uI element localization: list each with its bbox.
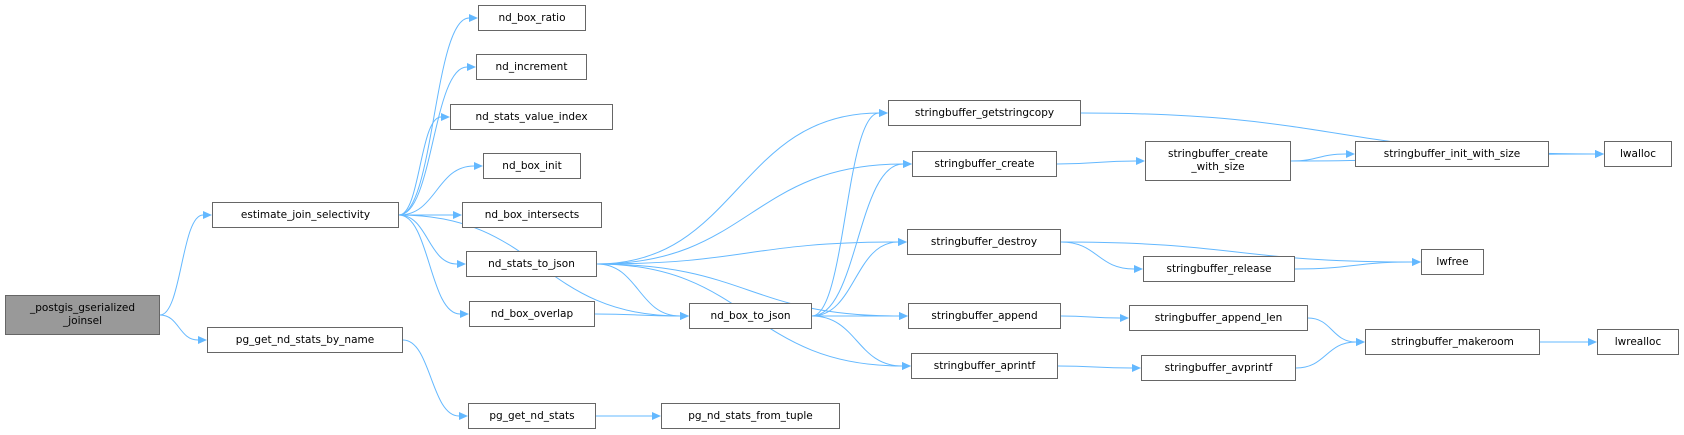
edge-estimate_join_selectivity-to-nd_stats_value_index bbox=[398, 116, 442, 216]
edge-nd_stats_to_json-to-stringbuffer_destroy bbox=[596, 241, 899, 265]
node-lwfree[interactable]: lwfree bbox=[1421, 249, 1484, 275]
node-nd-box-to-json[interactable]: nd_box_to_json bbox=[689, 303, 812, 329]
arrowhead-icon bbox=[1588, 338, 1597, 346]
arrowhead-icon bbox=[1595, 150, 1604, 158]
arrowhead-icon bbox=[203, 211, 212, 219]
node-nd-stats-value-index[interactable]: nd_stats_value_index bbox=[450, 104, 613, 130]
arrowhead-icon bbox=[652, 412, 661, 420]
edge-stringbuffer_append_len-to-stringbuffer_makeroom bbox=[1307, 317, 1357, 343]
edge-nd_stats_to_json-to-stringbuffer_append bbox=[596, 263, 900, 317]
edge-estimate_join_selectivity-to-nd_stats_to_json bbox=[398, 214, 458, 265]
edge-nd_box_to_json-to-stringbuffer_aprintf bbox=[811, 315, 903, 367]
arrowhead-icon bbox=[1120, 314, 1129, 322]
node-nd-box-ratio[interactable]: nd_box_ratio bbox=[478, 5, 586, 31]
node-nd-box-overlap[interactable]: nd_box_overlap bbox=[469, 301, 595, 327]
edge-nd_stats_to_json-to-nd_box_to_json bbox=[596, 263, 681, 317]
node-nd-increment[interactable]: nd_increment bbox=[476, 54, 587, 80]
edge-stringbuffer_avprintf-to-stringbuffer_makeroom bbox=[1295, 341, 1357, 369]
node-root[interactable]: _postgis_gserialized _joinsel bbox=[5, 295, 160, 335]
arrowhead-icon bbox=[879, 109, 888, 117]
node-pg-nd-stats-from-tuple[interactable]: pg_nd_stats_from_tuple bbox=[661, 403, 840, 429]
edge-nd_box_overlap-to-nd_box_to_json bbox=[594, 313, 681, 317]
arrowhead-icon bbox=[467, 63, 476, 71]
arrowhead-icon bbox=[441, 113, 450, 121]
node-lwrealloc[interactable]: lwrealloc bbox=[1597, 329, 1679, 355]
node-estimate-join-selectivity[interactable]: estimate_join_selectivity bbox=[212, 202, 399, 228]
arrowhead-icon bbox=[1136, 157, 1145, 165]
edge-estimate_join_selectivity-to-nd_increment bbox=[398, 66, 468, 216]
arrowhead-icon bbox=[459, 412, 468, 420]
edge-stringbuffer_release-to-lwfree bbox=[1294, 261, 1413, 270]
edge-nd_stats_to_json-to-stringbuffer_create bbox=[596, 163, 904, 265]
node-lwalloc[interactable]: lwalloc bbox=[1604, 141, 1672, 167]
arrowhead-icon bbox=[902, 362, 911, 370]
arrowhead-icon bbox=[899, 312, 908, 320]
node-stringbuffer-release[interactable]: stringbuffer_release bbox=[1143, 256, 1295, 282]
arrowhead-icon bbox=[1132, 364, 1141, 372]
node-stringbuffer-create[interactable]: stringbuffer_create bbox=[912, 151, 1057, 177]
node-pg-get-nd-stats[interactable]: pg_get_nd_stats bbox=[468, 403, 596, 429]
node-stringbuffer-getstringcopy[interactable]: stringbuffer_getstringcopy bbox=[888, 100, 1081, 126]
node-stringbuffer-append-len[interactable]: stringbuffer_append_len bbox=[1129, 305, 1308, 331]
arrowhead-icon bbox=[198, 336, 207, 344]
arrowhead-icon bbox=[903, 160, 912, 168]
node-nd-box-init[interactable]: nd_box_init bbox=[483, 153, 581, 179]
arrowhead-icon bbox=[1412, 258, 1421, 266]
arrowhead-icon bbox=[1346, 150, 1355, 158]
node-pg-get-nd-stats-by-name[interactable]: pg_get_nd_stats_by_name bbox=[207, 327, 403, 353]
edge-stringbuffer_create-to-stringbuffer_create_with_size bbox=[1056, 160, 1137, 165]
edge-stringbuffer_append-to-stringbuffer_append_len bbox=[1060, 315, 1121, 319]
edge-nd_box_to_json-to-stringbuffer_destroy bbox=[811, 241, 899, 317]
node-stringbuffer-destroy[interactable]: stringbuffer_destroy bbox=[907, 229, 1061, 255]
arrowhead-icon bbox=[1356, 338, 1365, 346]
edge-stringbuffer_aprintf-to-stringbuffer_avprintf bbox=[1057, 365, 1133, 369]
arrowhead-icon bbox=[898, 238, 907, 246]
edge-estimate_join_selectivity-to-nd_box_ratio bbox=[398, 17, 470, 216]
node-stringbuffer-create-with-size[interactable]: stringbuffer_create _with_size bbox=[1145, 141, 1291, 181]
node-nd-box-intersects[interactable]: nd_box_intersects bbox=[462, 202, 602, 228]
arrowhead-icon bbox=[460, 310, 469, 318]
arrowhead-icon bbox=[1134, 265, 1143, 273]
node-stringbuffer-aprintf[interactable]: stringbuffer_aprintf bbox=[911, 353, 1058, 379]
arrowhead-icon bbox=[474, 162, 483, 170]
edge-stringbuffer_destroy-to-lwfree bbox=[1060, 241, 1413, 263]
edge-root-to-pg_get_nd_stats_by_name bbox=[159, 314, 199, 341]
node-stringbuffer-avprintf[interactable]: stringbuffer_avprintf bbox=[1141, 355, 1296, 381]
edge-estimate_join_selectivity-to-nd_box_init bbox=[398, 165, 475, 216]
edge-stringbuffer_create_with_size-to-stringbuffer_init_with_size bbox=[1290, 153, 1347, 162]
edge-nd_box_to_json-to-stringbuffer_getstringcopy bbox=[811, 112, 880, 317]
edge-estimate_join_selectivity-to-nd_box_overlap bbox=[398, 214, 461, 315]
arrowhead-icon bbox=[680, 312, 689, 320]
edge-nd_box_to_json-to-stringbuffer_create bbox=[811, 163, 904, 317]
edge-pg_get_nd_stats_by_name-to-pg_get_nd_stats bbox=[402, 339, 460, 417]
node-nd-stats-to-json[interactable]: nd_stats_to_json bbox=[466, 251, 597, 277]
node-stringbuffer-init-with-size[interactable]: stringbuffer_init_with_size bbox=[1355, 141, 1549, 167]
edge-stringbuffer_destroy-to-stringbuffer_release bbox=[1060, 241, 1135, 270]
arrowhead-icon bbox=[469, 14, 478, 22]
node-stringbuffer-append[interactable]: stringbuffer_append bbox=[908, 303, 1061, 329]
arrowhead-icon bbox=[457, 260, 466, 268]
node-stringbuffer-makeroom[interactable]: stringbuffer_makeroom bbox=[1365, 329, 1540, 355]
arrowhead-icon bbox=[453, 211, 462, 219]
edge-root-to-estimate_join_selectivity bbox=[159, 214, 204, 316]
edge-nd_stats_to_json-to-stringbuffer_getstringcopy bbox=[596, 112, 880, 265]
